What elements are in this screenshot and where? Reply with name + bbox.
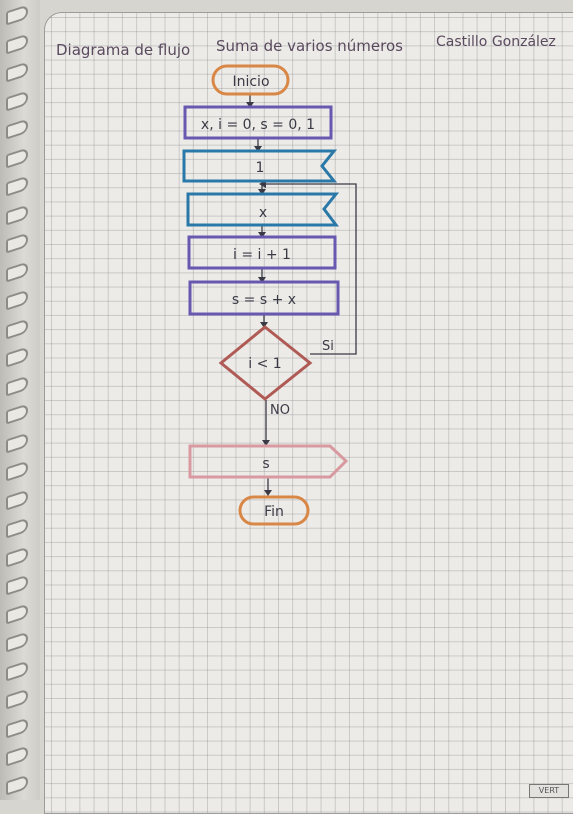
decision-label: i < 1 [248,356,281,372]
input-2-label: x [259,205,267,221]
end-terminal [238,495,310,526]
start-terminal [211,64,290,96]
output-box [188,444,349,479]
header-subtitle: Suma de varios números [216,37,403,55]
no-branch-label: NO [270,403,290,418]
input-box-1 [182,149,338,183]
arrowheads [246,102,272,496]
header-title: Diagrama de flujo [56,41,190,59]
increment-process-box [187,235,337,270]
accumulate-label: s = s + x [232,292,296,308]
input-1-label: 1 [256,160,265,176]
init-process-box [183,105,333,140]
yes-branch-label: Si [322,339,334,354]
output-label: s [262,456,269,472]
notebook-page [44,12,573,814]
start-label: Inicio [232,74,269,90]
notebook-stamp: VERT [529,784,569,798]
loop-back-line [262,183,357,355]
input-box-2 [186,192,340,227]
decision-diamond [218,325,313,401]
accumulate-process-box [188,280,340,316]
end-label: Fin [264,504,284,520]
increment-label: i = i + 1 [233,247,291,263]
header-author: Castillo González [436,34,556,50]
init-label: x, i = 0, s = 0, 1 [201,117,315,133]
